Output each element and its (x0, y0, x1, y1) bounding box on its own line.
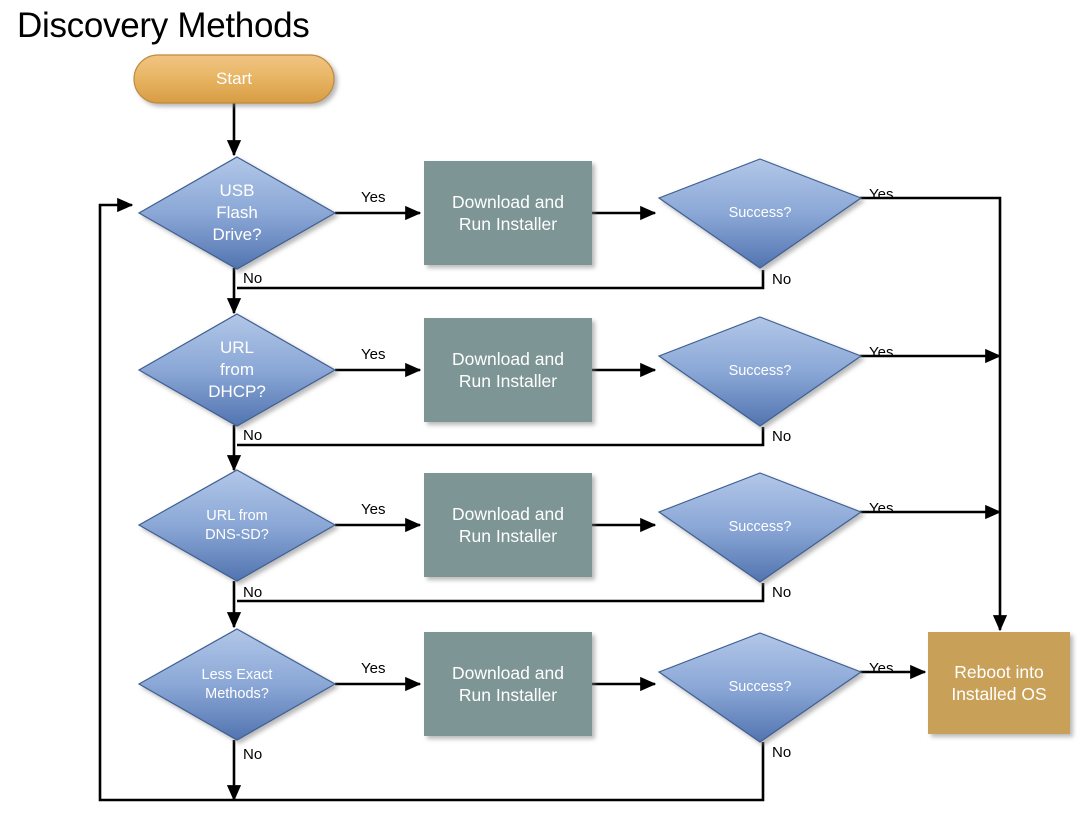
edge-label-dhcp-yes: Yes (361, 346, 386, 363)
edge-label-dnssd-no: No (243, 584, 263, 601)
node-success-4[interactable] (657, 632, 863, 743)
node-start[interactable] (133, 54, 335, 104)
edge-label-success1-no: No (772, 271, 792, 288)
edge-label-success2-no: No (772, 428, 792, 445)
edge-label-lessexact-no: No (243, 746, 263, 763)
node-reboot[interactable] (928, 632, 1070, 734)
edge-label-success1-yes: Yes (869, 186, 894, 203)
edge-label-success4-no: No (772, 744, 792, 761)
edge-label-usb-no: No (243, 270, 263, 287)
edge-label-success4-yes: Yes (869, 660, 894, 677)
node-success-2[interactable] (657, 316, 863, 427)
node-dnssd-decision[interactable] (137, 469, 337, 582)
edge-success3-no (237, 583, 765, 603)
edge-success4-no-loopback (98, 197, 765, 802)
edge-label-dnssd-yes: Yes (361, 501, 386, 518)
edges-group (98, 102, 1008, 802)
node-usb-decision[interactable] (137, 156, 337, 270)
node-lessexact-decision[interactable] (137, 628, 337, 741)
node-dhcp-decision[interactable] (137, 313, 337, 427)
edge-label-success3-yes: Yes (869, 500, 894, 517)
node-install-1[interactable] (424, 161, 592, 265)
edge-label-success2-yes: Yes (869, 344, 894, 361)
page-title: Discovery Methods (17, 6, 310, 45)
node-success-1[interactable] (657, 158, 863, 269)
edge-label-success3-no: No (772, 584, 792, 601)
edge-label-usb-yes: Yes (361, 189, 386, 206)
edge-label-dhcp-no: No (243, 427, 263, 444)
edge-success1-yes (860, 196, 1008, 632)
edge-success2-no (237, 427, 765, 447)
edge-label-lessexact-yes: Yes (361, 660, 386, 677)
node-success-3[interactable] (657, 472, 863, 583)
node-install-3[interactable] (424, 473, 592, 577)
edge-success1-no (237, 270, 765, 290)
node-install-2[interactable] (424, 318, 592, 422)
node-install-4[interactable] (424, 632, 592, 736)
